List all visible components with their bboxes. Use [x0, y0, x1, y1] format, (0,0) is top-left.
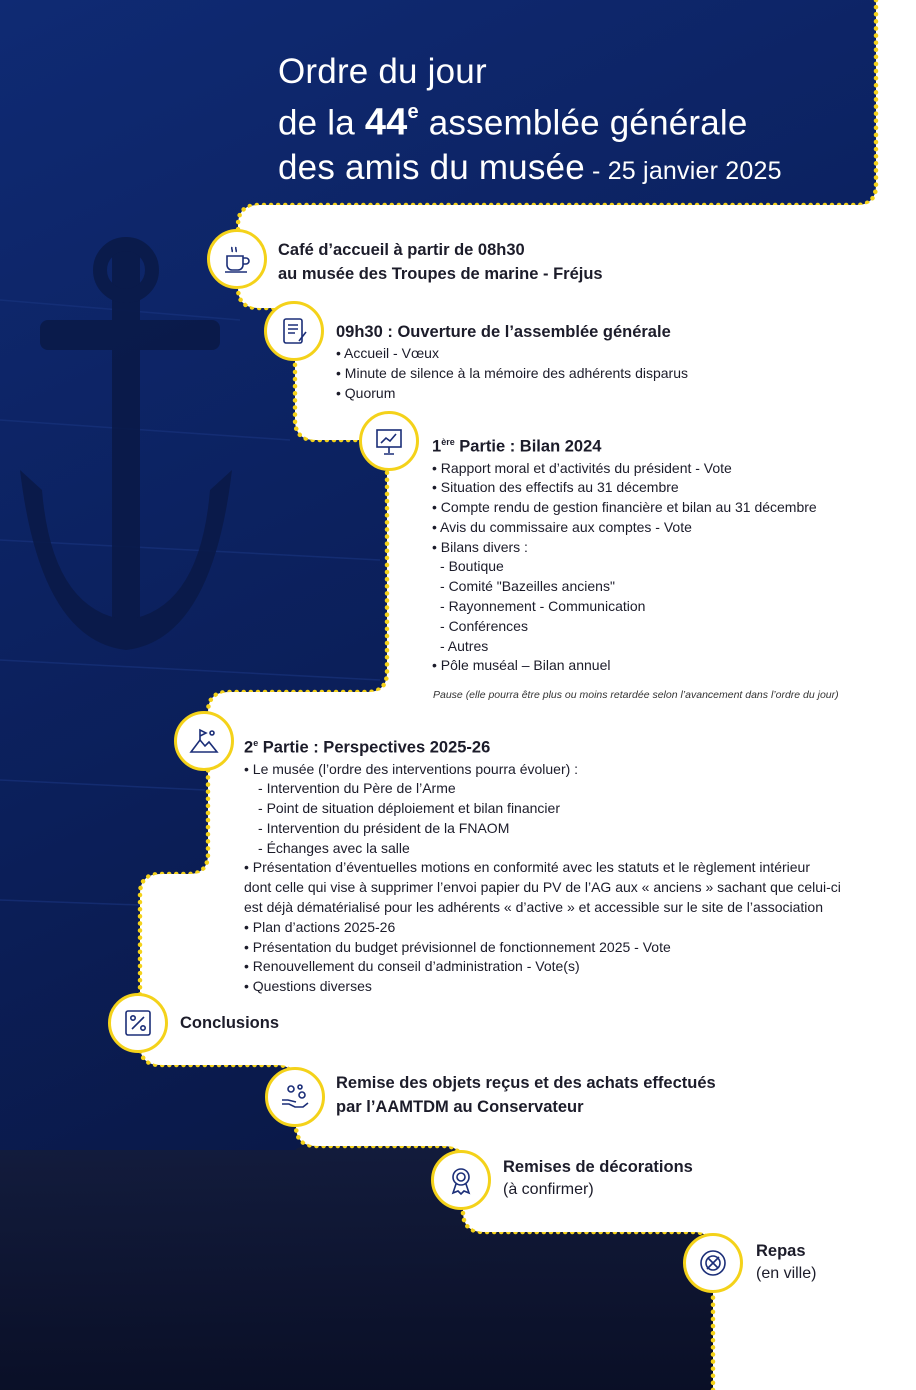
remise-line-1: Remise des objets reçus et des achats ef… — [336, 1074, 716, 1092]
bilan-title-rest: Partie : Bilan 2024 — [454, 437, 602, 456]
sub-list-item: Rayonnement - Communication — [432, 597, 817, 617]
title-number: 44 — [364, 101, 408, 144]
list-item: Accueil - Vœux — [336, 344, 688, 364]
pause-note: Pause (elle pourra être plus ou moins re… — [433, 689, 839, 701]
perspectives-title: 2e Partie : Perspectives 2025-26 — [244, 731, 904, 760]
step-remise: Remise des objets reçus et des achats ef… — [336, 1071, 716, 1119]
list-item: Questions diverses — [244, 977, 904, 997]
ouverture-title: 09h30 : Ouverture de l’assemblée général… — [336, 323, 671, 341]
title-number-sup: e — [407, 101, 419, 123]
title-post: assemblée générale — [418, 103, 748, 143]
perspectives-title-num: 2 — [244, 738, 254, 757]
list-item: Renouvellement du conseil d’administrati… — [244, 957, 904, 977]
mountain-flag-icon — [174, 711, 234, 771]
cafe-title: Café d’accueil à partir de 08h30 — [278, 241, 525, 259]
coffee-cup-icon — [207, 229, 267, 289]
sub-list-item: Intervention du Père de l’Arme — [244, 779, 904, 799]
hand-coins-icon — [265, 1067, 325, 1127]
sub-list-item: Conférences — [432, 617, 817, 637]
list-item: Quorum — [336, 384, 688, 404]
perspectives-title-sup: e — [253, 738, 259, 748]
sub-list-item: Boutique — [432, 557, 817, 577]
sub-list-item: Échanges avec la salle — [244, 839, 904, 859]
list-item: Le musée (l’ordre des interventions pour… — [244, 760, 904, 780]
plate-cutlery-icon — [683, 1233, 743, 1293]
motions-paragraph-line: dont celle qui vise à supprimer l’envoi … — [244, 879, 841, 896]
medal-icon — [431, 1150, 491, 1210]
cafe-location: au musée des Troupes de marine - Fréjus — [278, 265, 603, 283]
decorations-title: Remises de décorations — [503, 1158, 693, 1176]
step-cafe: Café d’accueil à partir de 08h30 au musé… — [278, 238, 603, 286]
presentation-chart-icon — [359, 411, 419, 471]
list-item: Rapport moral et d’activités du présiden… — [432, 459, 817, 479]
bilan-list: Rapport moral et d’activités du présiden… — [432, 459, 817, 677]
bilan-title-sup: ère — [441, 437, 455, 447]
sub-list-item: Autres — [432, 637, 817, 657]
sub-list-item: Intervention du président de la FNAOM — [244, 819, 904, 839]
list-item: Bilans divers : — [432, 538, 817, 558]
title-pre: de la — [278, 103, 365, 143]
step-perspectives: 2e Partie : Perspectives 2025-26 Le musé… — [244, 731, 904, 997]
title-line-2: de la 44e assemblée générale — [278, 94, 898, 146]
step-bilan: 1ère Partie : Bilan 2024 Rapport moral e… — [432, 430, 817, 676]
ouverture-list: Accueil - Vœux Minute de silence à la mé… — [336, 344, 688, 403]
list-item: Pôle muséal – Bilan annuel — [432, 656, 817, 676]
title-line-3: des amis du musée - 25 janvier 2025 — [278, 146, 898, 193]
document-quill-icon — [264, 301, 324, 361]
step-decorations: Remises de décorations (à confirmer) — [503, 1155, 693, 1201]
step-repas: Repas (en ville) — [756, 1239, 816, 1285]
title-line-3-text: des amis du musée — [278, 147, 585, 187]
list-item: Présentation du budget prévisionnel de f… — [244, 938, 904, 958]
percent-chart-icon — [108, 993, 168, 1053]
list-item: Plan d’actions 2025-26 — [244, 918, 904, 938]
motions-paragraph-line: Présentation d’éventuelles motions en co… — [244, 858, 904, 878]
repas-title: Repas — [756, 1242, 806, 1260]
list-item: Minute de silence à la mémoire des adhér… — [336, 364, 688, 384]
list-item: Situation des effectifs au 31 décembre — [432, 478, 817, 498]
sub-list-item: Point de situation déploiement et bilan … — [244, 799, 904, 819]
bilan-title-num: 1 — [432, 437, 442, 456]
title-line-1: Ordre du jour — [278, 52, 487, 91]
sub-list-item: Comité "Bazeilles anciens" — [432, 577, 817, 597]
title-date: - 25 janvier 2025 — [584, 156, 782, 185]
page-title: Ordre du jour de la 44e assemblée généra… — [278, 50, 898, 193]
perspectives-list: Le musée (l’ordre des interventions pour… — [244, 760, 904, 998]
repas-sub: (en ville) — [756, 1265, 817, 1282]
bilan-title: 1ère Partie : Bilan 2024 — [432, 430, 817, 459]
decorations-sub: (à confirmer) — [503, 1181, 594, 1198]
conclusions-title: Conclusions — [180, 1014, 280, 1032]
perspectives-title-rest: Partie : Perspectives 2025-26 — [258, 738, 491, 757]
remise-line-2: par l’AAMTDM au Conservateur — [336, 1098, 584, 1116]
step-ouverture: 09h30 : Ouverture de l’assemblée général… — [336, 320, 688, 403]
list-item: Compte rendu de gestion financière et bi… — [432, 498, 817, 518]
motions-paragraph-line: est déjà dématérialisé pour les adhérent… — [244, 899, 823, 916]
list-item: Avis du commissaire aux comptes - Vote — [432, 518, 817, 538]
